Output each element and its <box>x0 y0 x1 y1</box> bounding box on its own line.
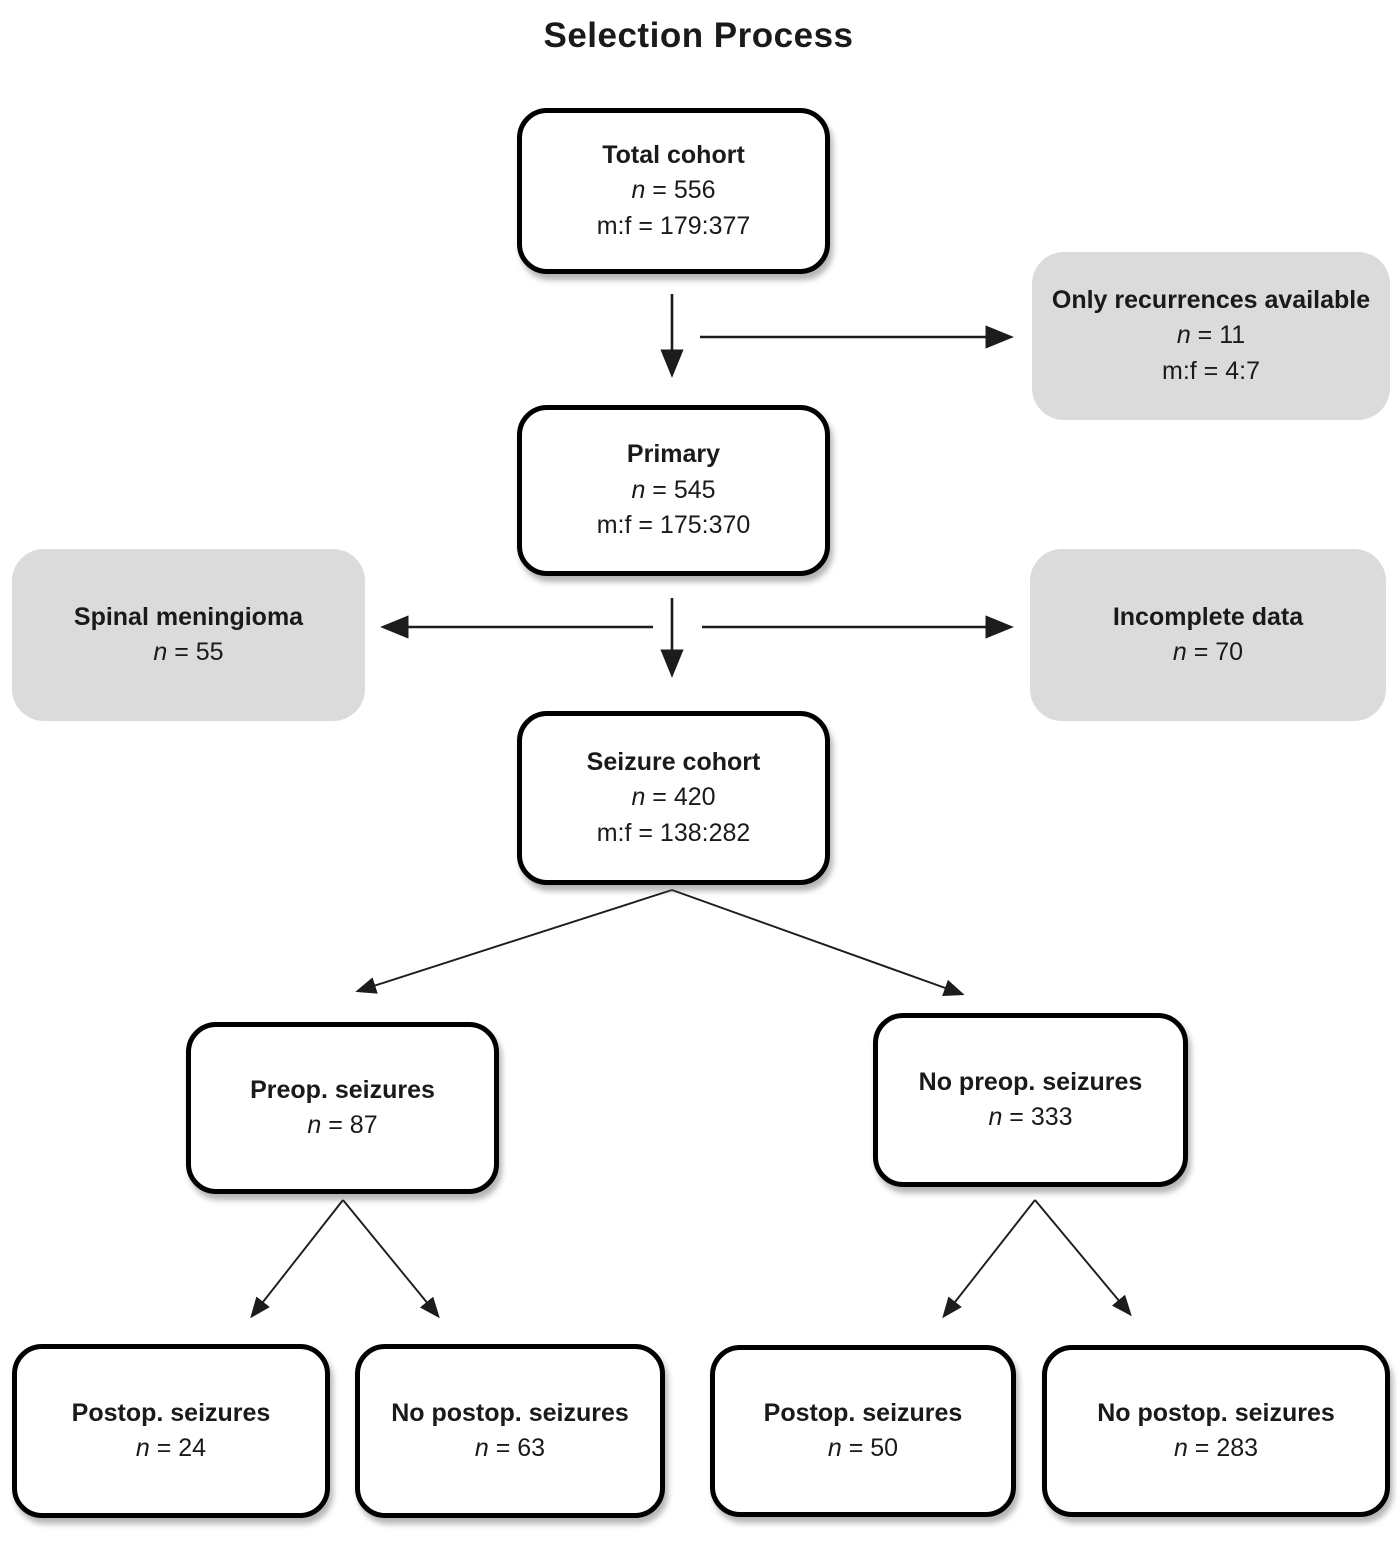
node-body: Spinal meningioma n = 55 <box>74 600 303 671</box>
node-title: Incomplete data <box>1112 602 1304 631</box>
mf-ratio-line: m:f = 138:282 <box>596 818 751 847</box>
node-body: Only recurrences available n = 11 m:f = … <box>1052 283 1370 390</box>
n-count-line: n = 55 <box>74 635 303 671</box>
node-only-recurrences: Only recurrences available n = 11 m:f = … <box>1032 252 1390 420</box>
n-symbol: n <box>153 638 168 666</box>
n-value: = 70 <box>1186 638 1244 666</box>
connector-preop-to-postop24 <box>250 1199 344 1319</box>
n-count-line: n = 283 <box>1097 1431 1335 1467</box>
n-value: = 87 <box>321 1111 378 1139</box>
node-body: No preop. seizures n = 333 <box>919 1065 1143 1136</box>
node-spinal-meningioma: Spinal meningioma n = 55 <box>12 549 365 721</box>
n-value: = 24 <box>149 1434 207 1462</box>
n-value: = 545 <box>645 475 716 504</box>
n-value: = 63 <box>488 1434 546 1462</box>
connector-seizure-to-nopreop <box>671 889 965 996</box>
node-title: Preop. seizures <box>250 1075 435 1104</box>
n-value: = 283 <box>1187 1434 1259 1462</box>
node-title: No postop. seizures <box>1097 1398 1335 1427</box>
n-count-line: n = 63 <box>391 1431 629 1467</box>
node-body: Seizure cohort n = 420 m:f = 138:282 <box>587 745 761 852</box>
node-title: Spinal meningioma <box>73 602 304 631</box>
n-symbol: n <box>1176 321 1191 350</box>
mf-ratio-line: m:f = 175:370 <box>596 511 751 540</box>
n-value: = 556 <box>645 176 716 205</box>
n-symbol: n <box>1173 1434 1188 1462</box>
n-count-line: n = 556 <box>597 173 751 209</box>
n-count-line: n = 420 <box>587 780 761 816</box>
n-symbol: n <box>1172 638 1187 666</box>
n-symbol: n <box>631 475 646 504</box>
node-body: Primary n = 545 m:f = 175:370 <box>597 437 751 544</box>
n-value: = 333 <box>1002 1103 1073 1131</box>
n-count-line: n = 333 <box>919 1100 1143 1136</box>
node-title: Primary <box>626 440 721 469</box>
connector-nopreop-to-nopostop283 <box>1034 1199 1132 1317</box>
node-body: Total cohort n = 556 m:f = 179:377 <box>597 138 751 245</box>
diagram-title: Selection Process <box>543 16 854 55</box>
node-seizure-cohort: Seizure cohort n = 420 m:f = 138:282 <box>517 711 830 885</box>
n-symbol: n <box>474 1434 489 1462</box>
mf-ratio-line: m:f = 4:7 <box>1162 356 1260 385</box>
n-value: = 55 <box>167 638 224 666</box>
n-count-line: n = 50 <box>764 1431 963 1467</box>
node-no-postop-seizures-after-no-preop: No postop. seizures n = 283 <box>1042 1345 1390 1517</box>
node-body: Incomplete data n = 70 <box>1113 600 1303 671</box>
node-incomplete-data: Incomplete data n = 70 <box>1030 549 1386 721</box>
node-preop-seizures: Preop. seizures n = 87 <box>186 1022 499 1194</box>
n-value: = 420 <box>645 783 716 812</box>
node-body: Postop. seizures n = 24 <box>72 1396 271 1467</box>
n-count-line: n = 70 <box>1113 635 1303 671</box>
n-symbol: n <box>988 1103 1003 1131</box>
n-count-line: n = 11 <box>1052 318 1370 354</box>
node-title: No preop. seizures <box>918 1067 1143 1096</box>
node-title: Total cohort <box>602 140 745 169</box>
mf-ratio-line: m:f = 179:377 <box>596 211 751 240</box>
node-title: Postop. seizures <box>71 1398 271 1427</box>
connector-seizure-to-preop <box>355 889 673 994</box>
n-symbol: n <box>631 783 646 812</box>
node-postop-seizures-after-no-preop: Postop. seizures n = 50 <box>710 1345 1016 1517</box>
node-body: No postop. seizures n = 283 <box>1097 1396 1335 1467</box>
node-body: No postop. seizures n = 63 <box>391 1396 629 1467</box>
node-total-cohort: Total cohort n = 556 m:f = 179:377 <box>517 108 830 274</box>
node-title: Seizure cohort <box>586 747 761 776</box>
n-count-line: n = 545 <box>597 473 751 509</box>
n-count-line: n = 24 <box>72 1431 271 1467</box>
node-title: Postop. seizures <box>763 1398 963 1427</box>
n-symbol: n <box>631 176 646 205</box>
node-title: No postop. seizures <box>391 1398 629 1427</box>
node-postop-seizures-after-preop: Postop. seizures n = 24 <box>12 1344 330 1518</box>
n-value: = 50 <box>841 1434 899 1462</box>
connector-preop-to-nopostop63 <box>342 1199 440 1319</box>
node-no-preop-seizures: No preop. seizures n = 333 <box>873 1013 1188 1187</box>
n-symbol: n <box>827 1434 842 1462</box>
n-symbol: n <box>135 1434 150 1462</box>
n-value: = 11 <box>1190 321 1246 350</box>
n-symbol: n <box>307 1111 322 1139</box>
node-primary: Primary n = 545 m:f = 175:370 <box>517 405 830 576</box>
connector-nopreop-to-postop50 <box>942 1199 1036 1319</box>
node-title: Only recurrences available <box>1051 285 1371 314</box>
node-body: Preop. seizures n = 87 <box>250 1073 435 1144</box>
n-count-line: n = 87 <box>250 1108 435 1144</box>
node-body: Postop. seizures n = 50 <box>764 1396 963 1467</box>
node-no-postop-seizures-after-preop: No postop. seizures n = 63 <box>355 1344 665 1518</box>
